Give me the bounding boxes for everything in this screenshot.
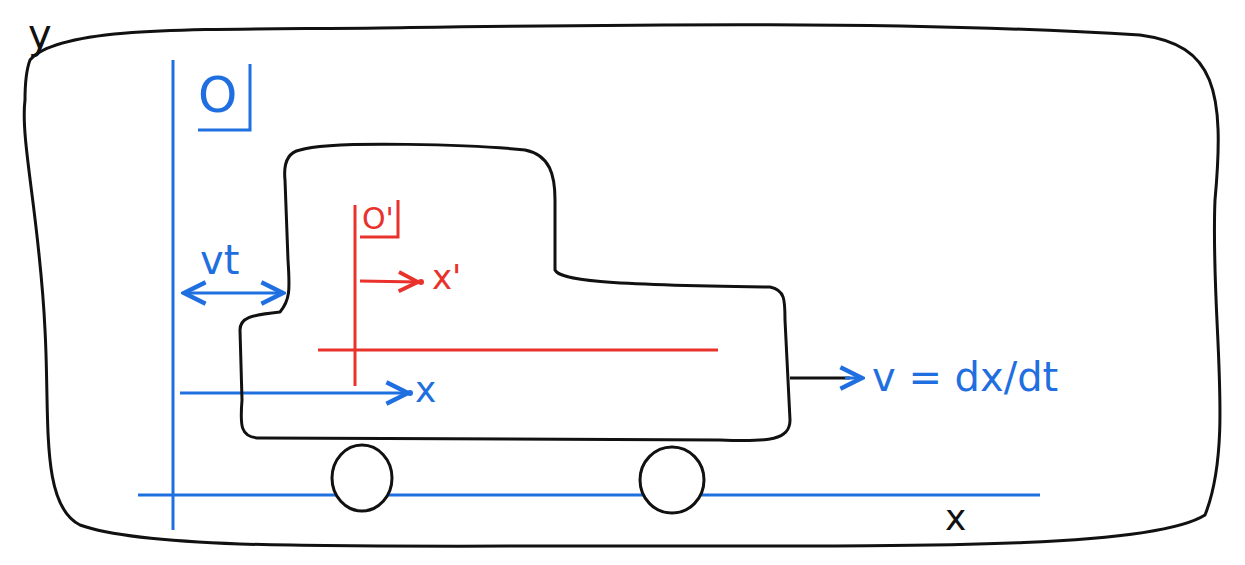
moving-y-axis <box>354 205 357 386</box>
position-arrow <box>180 392 408 395</box>
wheel <box>640 447 704 513</box>
outer-region-shape <box>24 25 1220 547</box>
truck: O' x' x <box>210 140 800 450</box>
moving-position-dot <box>418 279 424 285</box>
moving-x-axis <box>318 349 718 352</box>
wheel <box>332 445 392 511</box>
velocity-arrow <box>845 377 862 380</box>
y-axis <box>172 60 175 530</box>
moving-frame-bracket <box>360 200 398 237</box>
axis-label: x <box>945 500 966 536</box>
truck-outline <box>210 140 800 450</box>
position-dot <box>407 390 413 396</box>
truck-shape <box>240 144 790 440</box>
axis-label: y <box>28 14 52 54</box>
velocity-line <box>790 377 850 380</box>
frame-bracket <box>198 64 250 130</box>
position-label: x <box>415 372 436 408</box>
moving-position-label: x' <box>432 260 461 294</box>
distance-arrow <box>184 292 283 295</box>
frame-label: O <box>198 70 237 120</box>
velocity-label: v = dx/dt <box>872 357 1058 397</box>
distance-label: vt <box>200 240 239 280</box>
moving-position-arrow <box>360 281 418 282</box>
moving-frame-label: O' <box>362 204 394 234</box>
x-axis <box>138 494 1040 497</box>
